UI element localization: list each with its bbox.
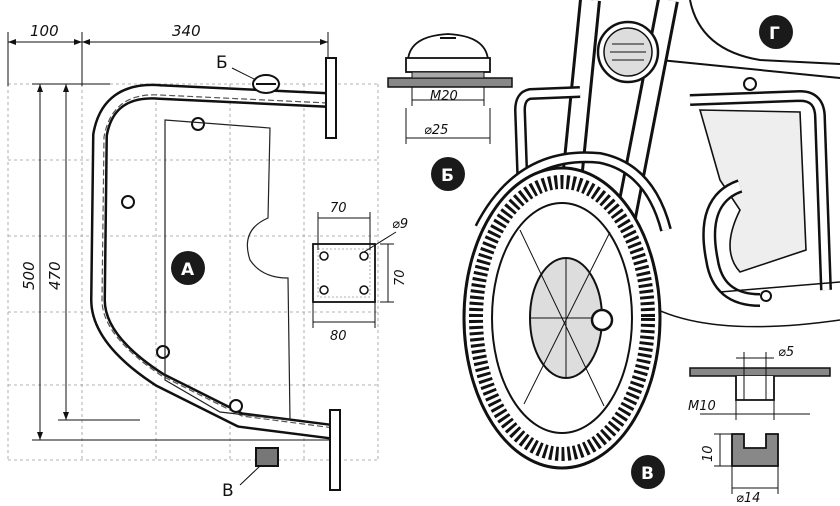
dim-bushing-thread: M10 bbox=[688, 399, 716, 414]
dim-bracket-hole-diameter: ⌀9 bbox=[392, 217, 408, 232]
dim-cap-thread: M20 bbox=[430, 89, 458, 104]
dim-bushing-diameter: ⌀14 bbox=[736, 491, 760, 506]
motorcycle-assembly-illustration bbox=[462, 0, 840, 470]
cap-detail-drawing bbox=[387, 33, 513, 144]
marker-cap-detail: Б bbox=[431, 157, 465, 191]
marker-main-view-label: А bbox=[181, 260, 195, 280]
dim-height-outer: 500 bbox=[20, 261, 38, 290]
dim-bushing-bore: ⌀5 bbox=[778, 345, 794, 360]
dim-width-left: 100 bbox=[30, 22, 59, 40]
reference-grid bbox=[7, 83, 379, 461]
callout-cap: Б bbox=[216, 53, 228, 73]
dim-bracket-width: 80 bbox=[330, 329, 347, 344]
marker-assembly-view: Г bbox=[759, 15, 793, 49]
top-dimension-lines bbox=[7, 32, 329, 86]
marker-cap-detail-label: Б bbox=[441, 166, 454, 186]
dim-bracket-hole-spacing: 70 bbox=[330, 201, 347, 216]
bracket-plate bbox=[312, 212, 397, 328]
side-dimension-lines bbox=[32, 83, 330, 441]
dim-bracket-side: 70 bbox=[393, 269, 408, 286]
marker-bushing-detail-label: В bbox=[641, 464, 654, 484]
marker-main-view: А bbox=[171, 251, 205, 285]
dim-height-inner: 470 bbox=[46, 261, 64, 290]
crash-bar-frame bbox=[90, 57, 341, 491]
bushing-detail-drawing bbox=[689, 352, 831, 494]
marker-assembly-view-label: Г bbox=[769, 24, 780, 44]
dim-cap-diameter: ⌀25 bbox=[424, 123, 448, 138]
callout-bushing: В bbox=[222, 481, 234, 501]
marker-bushing-detail: В bbox=[631, 455, 665, 489]
panel-outline bbox=[164, 119, 291, 421]
dim-bushing-height: 10 bbox=[701, 445, 716, 462]
dim-width-main: 340 bbox=[172, 22, 201, 40]
